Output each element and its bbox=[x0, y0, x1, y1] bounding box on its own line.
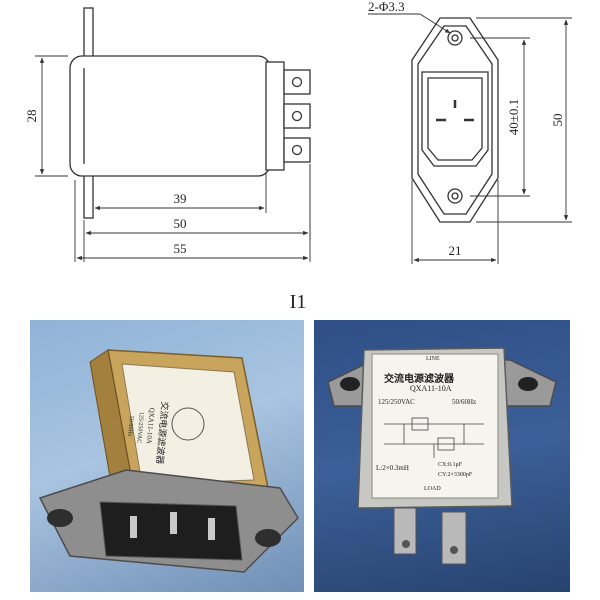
right-cy: CY:2×3300pF bbox=[438, 472, 473, 478]
right-rating: 125/250VAC bbox=[378, 398, 415, 406]
drawing-canvas: 28 39 50 55 2-Φ3.3 40±0.1 50 21 I1 bbox=[24, 0, 572, 313]
right-inductance: L:2×0.3mH bbox=[376, 464, 409, 472]
figure-label: I1 bbox=[290, 291, 307, 313]
right-line-label: LINE bbox=[426, 356, 440, 362]
label-28: 28 bbox=[24, 110, 39, 123]
label-21: 21 bbox=[449, 243, 462, 258]
right-title: 交流电源滤波器 bbox=[384, 374, 454, 385]
hole-top bbox=[447, 30, 463, 46]
hole-bottom bbox=[447, 188, 463, 204]
label-50-vertical: 50 bbox=[550, 114, 565, 127]
hole-leader bbox=[419, 13, 451, 34]
right-load-label: LOAD bbox=[424, 486, 441, 492]
label-55: 55 bbox=[174, 241, 187, 256]
terminal-tabs bbox=[283, 69, 311, 163]
label-40: 40±0.1 bbox=[506, 99, 521, 135]
body-outline bbox=[69, 55, 271, 177]
right-freq: 50/60Hz bbox=[452, 398, 477, 406]
technical-drawing: 28 39 50 55 2-Φ3.3 40±0.1 50 21 I1 bbox=[24, 0, 572, 313]
right-model: QXA11-10A bbox=[410, 384, 452, 393]
right-cx: CX:0.1μF bbox=[438, 462, 463, 468]
side-view bbox=[35, 7, 311, 262]
front-view bbox=[368, 13, 572, 264]
label-39: 39 bbox=[174, 191, 187, 206]
photo-filter-back: LINE 交流电源滤波器 QXA11-10A 125/250VAC 50/60H… bbox=[314, 320, 570, 592]
collar-outline bbox=[265, 61, 285, 171]
label-50: 50 bbox=[174, 216, 187, 231]
photo-filter-front: 交流电源滤波器 QXA11-10A 125/250VAC 50/60Hz bbox=[30, 320, 304, 592]
photo-right-illustration bbox=[327, 347, 557, 565]
photo-left-illustration bbox=[38, 349, 299, 573]
label-hole-callout: 2-Φ3.3 bbox=[368, 0, 405, 14]
socket-outline bbox=[421, 71, 489, 167]
